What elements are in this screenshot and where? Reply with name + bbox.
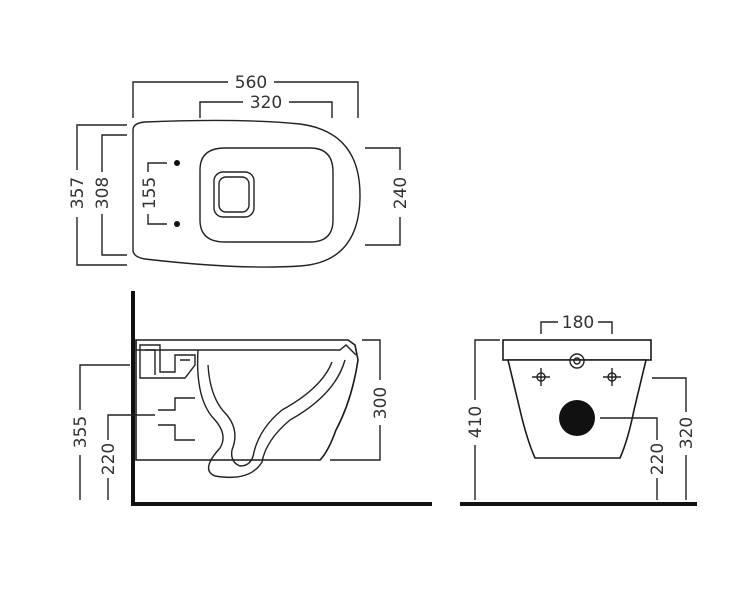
dimension-410: 410 xyxy=(466,339,500,500)
side-rim xyxy=(135,340,357,356)
side-body-outline xyxy=(135,339,359,461)
bowl-outline xyxy=(199,147,334,243)
dim-240-label: 240 xyxy=(391,177,411,209)
dim-308-label: 308 xyxy=(93,177,113,209)
front-outlet xyxy=(559,400,595,436)
front-fixing-right xyxy=(603,368,621,386)
fixing-hole-top xyxy=(174,160,180,166)
drain-opening-inner xyxy=(218,176,250,213)
dimension-357: 357 xyxy=(68,124,127,266)
dimension-320: 320 xyxy=(199,93,333,118)
front-view: 180 410 220 320 xyxy=(460,313,697,506)
side-bowl-trap xyxy=(196,349,346,479)
side-inlet-detail-inner xyxy=(145,349,190,375)
dim-300-label: 300 xyxy=(371,387,391,419)
dim-357-label: 357 xyxy=(68,177,88,209)
drain-opening xyxy=(213,171,255,218)
dim-320-front-label: 320 xyxy=(677,417,697,449)
dim-220-front-label: 220 xyxy=(648,443,668,475)
dimension-355: 355 xyxy=(71,364,130,500)
dim-560-label: 560 xyxy=(235,73,267,93)
top-view-outline xyxy=(132,119,361,268)
dim-220-side-label: 220 xyxy=(99,443,119,475)
front-top-slab xyxy=(502,339,652,361)
fixing-hole-bottom xyxy=(174,221,180,227)
dimension-300: 300 xyxy=(330,339,391,461)
side-inlet-detail xyxy=(139,344,196,379)
top-view: 560 320 357 308 155 240 xyxy=(68,73,411,268)
dimension-320-front: 320 xyxy=(652,377,697,500)
dim-180-label: 180 xyxy=(562,313,594,333)
dim-410-label: 410 xyxy=(466,406,486,438)
dim-355-label: 355 xyxy=(71,416,91,448)
side-bowl-trap-inner xyxy=(207,361,333,467)
dimension-220-side: 220 xyxy=(99,414,155,500)
dimension-180: 180 xyxy=(540,313,613,334)
front-inlet-hole-inner xyxy=(573,357,581,365)
dimension-240: 240 xyxy=(365,147,411,246)
dim-320-label: 320 xyxy=(250,93,282,113)
dimension-155: 155 xyxy=(140,162,167,225)
front-fixing-left xyxy=(532,368,550,386)
dimension-308: 308 xyxy=(93,134,127,256)
wall-and-floor xyxy=(131,291,432,506)
dimension-560: 560 xyxy=(132,73,359,118)
side-view: 355 220 300 xyxy=(71,291,432,506)
dimension-220-front: 220 xyxy=(600,417,668,500)
side-outlet-pipe xyxy=(158,397,195,441)
dim-155-label: 155 xyxy=(140,177,160,209)
front-inlet-hole xyxy=(569,353,585,369)
